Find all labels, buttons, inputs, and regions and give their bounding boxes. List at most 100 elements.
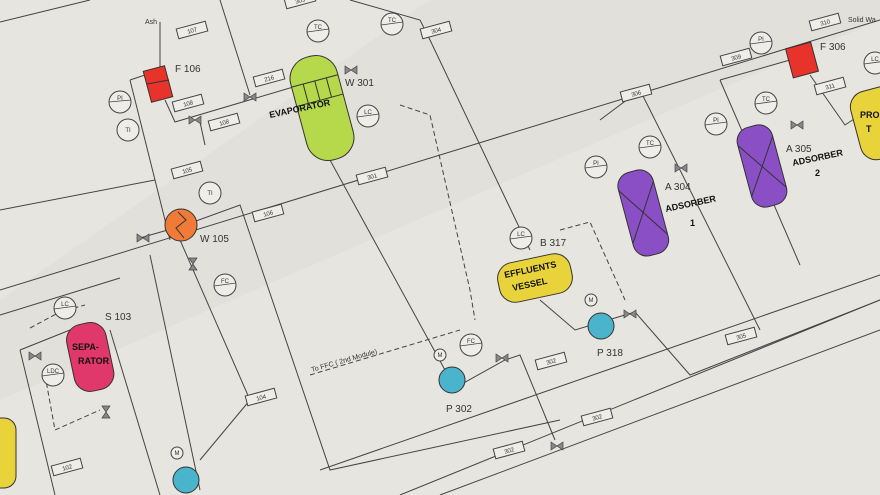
pipe-line [439, 329, 880, 495]
svg-text:PI: PI [713, 118, 719, 124]
svg-text:TC: TC [314, 25, 323, 31]
stream-tag-301: 301 [355, 166, 389, 186]
pump-p318[interactable] [587, 312, 615, 340]
svg-text:311: 311 [825, 83, 836, 91]
valve-icon[interactable] [188, 115, 202, 125]
svg-text:PI: PI [593, 161, 599, 167]
p302-label: P 302 [446, 404, 472, 415]
svg-text:TC: TC [762, 97, 771, 103]
svg-text:FC: FC [467, 339, 476, 345]
motor-icon: M [433, 348, 447, 362]
instrument-ldc[interactable]: LDC [41, 363, 65, 387]
instrument-ti[interactable]: TI [198, 181, 222, 205]
valve-icon[interactable] [101, 405, 111, 419]
stream-tag-302: 302 [492, 440, 526, 460]
svg-text:302: 302 [504, 447, 516, 456]
valve-icon[interactable] [28, 351, 42, 361]
f106-label: F 106 [175, 64, 201, 75]
svg-text:M: M [175, 451, 180, 457]
instrument-fc[interactable]: FC [213, 273, 237, 297]
ash-stream-label: Ash [145, 19, 157, 26]
filter-f106[interactable] [142, 65, 174, 103]
stream-tag-216: 216 [252, 68, 286, 88]
pump-p302[interactable] [438, 366, 466, 394]
f306-label: F 306 [820, 42, 846, 53]
svg-text:LDC: LDC [47, 369, 60, 375]
valve-icon[interactable] [136, 233, 150, 243]
stream-tag-305: 305 [724, 326, 758, 346]
heat-exchanger-w105[interactable] [164, 208, 198, 242]
instrument-ti[interactable]: TI [116, 118, 140, 142]
valve-icon[interactable] [188, 257, 198, 271]
stream-tag-311: 311 [813, 76, 847, 96]
instrument-tc[interactable]: TC [306, 19, 330, 43]
instrument-tc[interactable]: TC [380, 12, 404, 36]
evaporator-w301[interactable] [285, 51, 359, 166]
separator-s103[interactable] [64, 320, 117, 395]
adsorber-a304[interactable] [615, 167, 672, 259]
svg-text:310: 310 [820, 19, 832, 28]
separator-label-2: RATOR [78, 356, 110, 366]
svg-text:105: 105 [182, 167, 194, 176]
valve-icon[interactable] [243, 92, 257, 102]
stream-tag-108: 108 [207, 112, 241, 132]
solid-waste-label: Solid Wa [848, 17, 876, 24]
s103-label: S 103 [105, 312, 132, 323]
instrument-lc[interactable]: LC [356, 104, 380, 128]
svg-text:TC: TC [646, 141, 655, 147]
w105-label: W 105 [200, 234, 229, 245]
svg-text:108: 108 [183, 100, 195, 109]
svg-text:LC: LC [517, 232, 525, 238]
svg-text:LC: LC [871, 57, 879, 63]
stream-tag-306: 306 [619, 83, 653, 103]
svg-text:TI: TI [125, 128, 131, 134]
valve-icon[interactable] [790, 120, 804, 130]
instrument-fc[interactable]: FC [459, 333, 483, 357]
border-line [0, 179, 156, 211]
instrument-pi[interactable]: PI [584, 155, 608, 179]
border-line [0, 19, 880, 291]
valve-icon[interactable] [495, 353, 509, 363]
stream-tag-302: 302 [580, 407, 614, 427]
product-label-2: T [866, 124, 872, 134]
valve-icon[interactable] [344, 65, 358, 75]
valve-icon[interactable] [550, 441, 564, 451]
paper-shadow [0, 0, 880, 400]
adsorber-a305[interactable] [734, 122, 790, 211]
svg-text:PI: PI [117, 96, 123, 102]
instrument-tc[interactable]: TC [754, 91, 778, 115]
instrument-pi[interactable]: PI [749, 31, 773, 55]
adsorber1-number: 1 [690, 218, 695, 228]
svg-text:305: 305 [295, 0, 307, 6]
filter-f306[interactable] [784, 41, 820, 79]
instrument-lc[interactable]: LC [863, 51, 880, 75]
effluents-vessel-b317[interactable] [495, 251, 576, 306]
svg-text:102: 102 [62, 464, 74, 473]
motor-icon: M [584, 293, 598, 307]
p318-label: P 318 [597, 348, 623, 359]
vessel-left-partial [0, 417, 17, 489]
svg-text:301: 301 [367, 173, 379, 182]
stream-tag-106: 106 [251, 203, 285, 223]
instrument-lc[interactable]: LC [53, 296, 77, 320]
svg-text:TC: TC [388, 18, 397, 24]
pipe-line [399, 299, 880, 495]
svg-text:TI: TI [207, 191, 213, 197]
svg-text:302: 302 [592, 414, 604, 423]
svg-text:304: 304 [431, 27, 443, 36]
svg-text:108: 108 [219, 119, 231, 128]
instrument-pi[interactable]: PI [108, 90, 132, 114]
instrument-pi[interactable]: PI [704, 112, 728, 136]
stream-tag-309: 309 [719, 47, 753, 67]
a305-label: A 305 [786, 144, 812, 155]
w301-label: W 301 [345, 78, 374, 89]
adsorber2-number: 2 [815, 168, 820, 178]
instrument-lc[interactable]: LC [509, 226, 533, 250]
pipe-line [319, 274, 880, 471]
pump-bottom[interactable] [172, 466, 200, 494]
product-tank-partial[interactable] [847, 83, 880, 164]
valve-icon[interactable] [674, 163, 688, 173]
instrument-tc[interactable]: TC [638, 135, 662, 159]
valve-icon[interactable] [623, 309, 637, 319]
